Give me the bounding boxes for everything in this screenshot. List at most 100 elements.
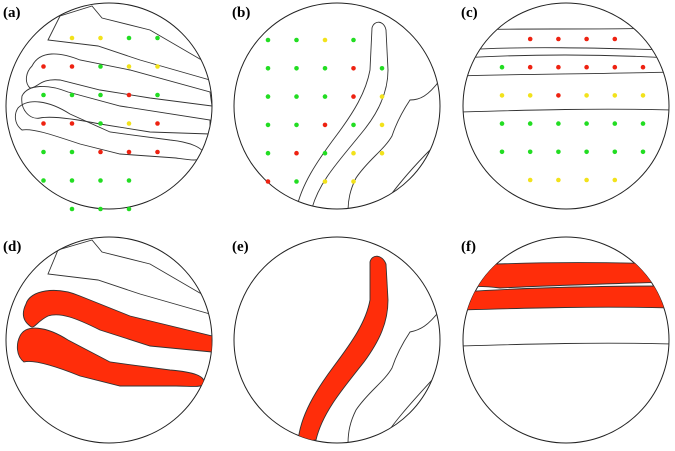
panel-c-line-2 — [463, 71, 669, 77]
dot-red — [126, 149, 132, 155]
dot-green — [527, 121, 533, 126]
dot-green — [640, 121, 646, 126]
dot-yellow — [322, 179, 328, 184]
dot-yellow — [584, 93, 589, 98]
dot-yellow — [69, 35, 75, 41]
dot-green — [98, 121, 103, 126]
dot-yellow — [351, 150, 356, 156]
dot-yellow — [322, 37, 328, 43]
panel-b-regions — [295, 21, 440, 209]
panel-d-red-band-lower — [16, 327, 205, 387]
panel-b-right-region — [347, 79, 440, 209]
dot-green — [294, 179, 299, 184]
dot-green — [69, 149, 75, 155]
dot-red — [640, 64, 646, 70]
dot-yellow — [351, 179, 356, 184]
dot-green — [322, 150, 328, 156]
dot-green — [322, 66, 328, 71]
dot-green — [98, 64, 103, 69]
panel-b-corner-region — [379, 147, 433, 209]
dot-green — [265, 66, 271, 71]
dot-green — [322, 94, 328, 99]
dot-green — [612, 121, 618, 126]
panel-d-regions — [16, 239, 212, 387]
dot-red — [556, 64, 561, 70]
panel-f-line — [463, 342, 669, 347]
dot-yellow — [126, 121, 132, 126]
dot-red — [294, 150, 299, 156]
panel-f-label: (f) — [461, 239, 476, 255]
dot-green — [499, 149, 505, 155]
dot-green — [351, 37, 356, 43]
dot-green — [527, 149, 533, 155]
dot-green — [294, 66, 299, 71]
panel-e-circle — [233, 236, 441, 444]
dot-yellow — [584, 177, 589, 183]
panel-b-channel — [295, 21, 389, 209]
panel-e-regions — [297, 255, 440, 443]
dot-red — [612, 64, 618, 70]
dot-green — [499, 64, 505, 70]
dot-green — [98, 178, 103, 183]
dot-green — [126, 178, 132, 183]
panel-d: (d) — [3, 236, 213, 444]
panel-a-label: (a) — [3, 5, 21, 21]
panel-c: (c) — [461, 2, 670, 210]
panel-f-red-band-upper — [463, 262, 669, 289]
dot-yellow — [98, 35, 103, 41]
dot-red — [322, 122, 328, 128]
dot-green — [265, 150, 271, 156]
dot-green — [265, 37, 271, 43]
panel-d-red-band-upper — [22, 290, 212, 353]
dot-red — [556, 93, 561, 98]
dot-yellow — [556, 177, 561, 183]
dot-yellow — [612, 93, 618, 98]
dot-green — [499, 121, 505, 126]
dot-red — [155, 121, 160, 126]
dot-green — [351, 122, 356, 128]
dot-green — [584, 121, 589, 126]
dot-green — [265, 94, 271, 99]
panel-f-regions — [463, 262, 669, 347]
panel-e-right-region — [347, 309, 440, 443]
panel-e-label: (e) — [232, 239, 249, 255]
panel-d-top-band — [47, 239, 211, 315]
dot-green — [556, 149, 561, 155]
dot-yellow — [527, 177, 533, 183]
panel-c-line-3 — [463, 108, 669, 113]
panel-b-label: (b) — [232, 5, 250, 21]
dot-red — [98, 149, 103, 155]
panel-f-circle — [462, 236, 670, 444]
panel-a-dots — [41, 35, 160, 212]
panel-d-label: (d) — [3, 239, 21, 255]
panel-b-circle — [233, 2, 441, 210]
dot-green — [379, 66, 385, 71]
dot-red — [265, 179, 271, 184]
dot-yellow — [612, 177, 618, 183]
dot-red — [41, 64, 46, 69]
panel-b: (b) — [232, 2, 441, 210]
panel-c-circle — [462, 2, 670, 210]
dot-green — [294, 37, 299, 43]
dot-red — [69, 121, 75, 126]
dot-green — [41, 92, 46, 98]
panel-e-red-channel — [297, 255, 389, 443]
dot-red — [584, 36, 589, 42]
dot-red — [351, 66, 356, 71]
panel-a-band-3 — [21, 86, 211, 135]
dot-green — [41, 149, 46, 155]
panel-e: (e) — [232, 236, 441, 444]
dot-green — [294, 122, 299, 128]
dot-green — [126, 206, 132, 212]
dot-green — [556, 121, 561, 126]
dot-green — [294, 94, 299, 99]
dot-red — [41, 121, 46, 126]
dot-red — [351, 94, 356, 99]
dot-red — [126, 92, 132, 98]
panel-f-red-band-lower — [463, 285, 669, 311]
panel-a-top-band — [47, 5, 211, 81]
dot-yellow — [527, 93, 533, 98]
panel-a-circle — [5, 2, 213, 210]
dot-green — [126, 35, 132, 41]
